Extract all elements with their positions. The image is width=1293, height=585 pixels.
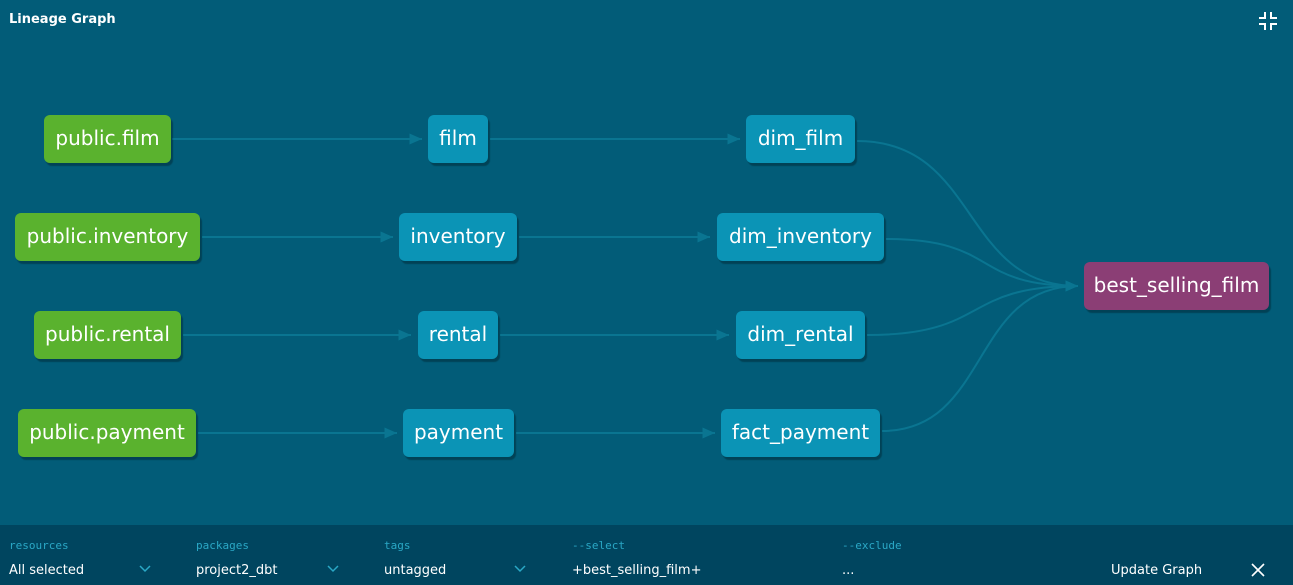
update-graph-button[interactable]: Update Graph	[1111, 563, 1203, 578]
tags-value: untagged	[384, 563, 447, 578]
select-label: --select	[572, 539, 625, 552]
node-inventory[interactable]: inventory	[399, 213, 517, 261]
node-public-film[interactable]: public.film	[44, 115, 171, 163]
node-dim-rental[interactable]: dim_rental	[736, 311, 865, 359]
node-public-rental[interactable]: public.rental	[34, 311, 181, 359]
node-dim-inventory[interactable]: dim_inventory	[717, 213, 884, 261]
exclude-input[interactable]: ...	[842, 563, 855, 578]
edge	[885, 238, 1079, 292]
select-input[interactable]: +best_selling_film+	[572, 563, 702, 578]
graph-toolbar: resources All selected packages project2…	[0, 525, 1293, 585]
node-rental[interactable]: rental	[418, 311, 498, 359]
packages-value: project2_dbt	[196, 563, 278, 578]
graph-edges	[172, 133, 1079, 439]
resources-label: resources	[9, 539, 69, 552]
node-fact-payment[interactable]: fact_payment	[721, 409, 880, 457]
node-payment[interactable]: payment	[403, 409, 514, 457]
chevron-down-icon[interactable]	[514, 565, 526, 573]
node-film[interactable]: film	[428, 115, 488, 163]
packages-label: packages	[196, 539, 249, 552]
edge	[866, 280, 1079, 336]
node-public-payment[interactable]: public.payment	[18, 409, 196, 457]
edge	[881, 280, 1079, 432]
panel-title: Lineage Graph	[9, 12, 116, 27]
tags-label: tags	[384, 539, 411, 552]
chevron-down-icon[interactable]	[139, 565, 151, 573]
resources-value: All selected	[9, 563, 85, 578]
node-public-inventory[interactable]: public.inventory	[15, 213, 200, 261]
collapse-icon[interactable]	[1256, 10, 1280, 32]
lineage-graph-panel: Lineage Graph public.film public.invento…	[9, 10, 1280, 457]
node-dim-film[interactable]: dim_film	[746, 115, 855, 163]
close-icon[interactable]	[1250, 562, 1266, 578]
edge	[856, 140, 1079, 292]
chevron-down-icon[interactable]	[327, 565, 339, 573]
node-best-selling-film[interactable]: best_selling_film	[1084, 262, 1269, 310]
exclude-label: --exclude	[842, 539, 902, 552]
